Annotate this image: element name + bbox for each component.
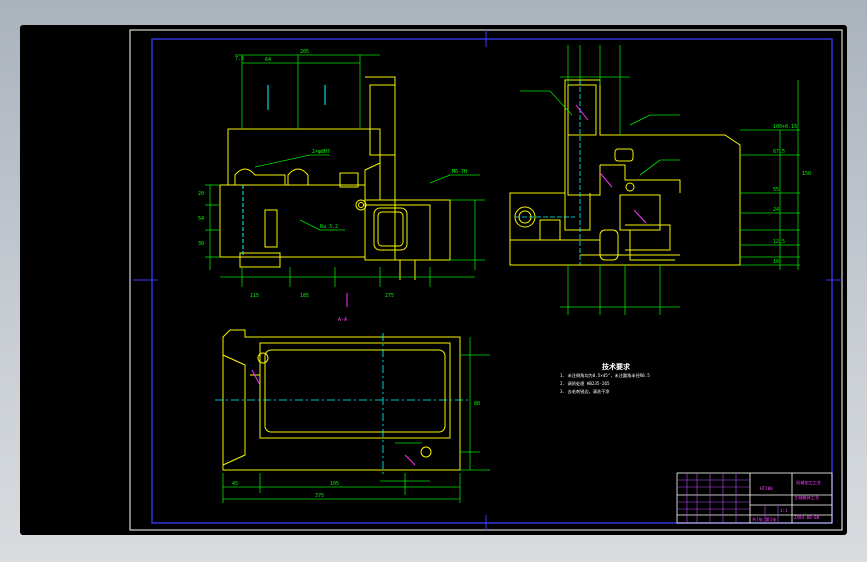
dim-plan-w3: 45 <box>232 481 238 487</box>
title-sheet: 共1张 第1张 <box>752 516 777 523</box>
dim-left-3: 30 <box>198 241 204 247</box>
title-block <box>676 472 833 524</box>
plan-view <box>215 329 490 503</box>
dim-right-3: 67.5 <box>773 149 785 155</box>
section-label: A-A <box>338 317 347 323</box>
tech-line-2: 2. 调质处理 HB235-265 <box>560 380 610 387</box>
sheet-center-marks <box>133 30 842 530</box>
dim-right-5: 24 <box>773 207 779 213</box>
cad-viewport[interactable]: 205 64 7.5 20 54 30 115 185 275 2×φ8H7 M… <box>20 25 847 535</box>
dim-top-a: 205 <box>300 49 309 55</box>
dim-bot-3: 275 <box>385 293 394 299</box>
title-scale: 1:1 <box>780 508 788 513</box>
title-material: HT200 <box>760 486 773 491</box>
dim-right-1: 100+0.15 <box>773 124 797 130</box>
title-part-name: 主轴箱体工艺 <box>794 494 819 501</box>
dim-bot-1: 115 <box>250 293 259 299</box>
tech-title: 技术要求 <box>602 362 631 371</box>
cad-drawing: 205 64 7.5 20 54 30 115 185 275 2×φ8H7 M… <box>129 29 843 531</box>
title-company: 机械加工工艺 <box>796 479 821 486</box>
dim-right-6: 12.5 <box>773 239 785 245</box>
dim-right-2: 150 <box>802 171 811 177</box>
dim-top-b: 64 <box>265 57 271 63</box>
tech-line-3: 3. 去毛刺锐边，清洗干净 <box>560 388 609 395</box>
front-view <box>205 54 485 307</box>
tech-line-1: 1. 未注倒角均为0.5×45°，未注圆角半径R0.5 <box>560 372 650 379</box>
note-thread: M6-7H <box>452 169 467 175</box>
note-hole: 2×φ8H7 <box>312 149 330 155</box>
technical-requirements: 技术要求 1. 未注倒角均为0.5×45°，未注圆角半径R0.5 2. 调质处理… <box>560 362 650 395</box>
note-rough: Ra 3.2 <box>320 224 338 230</box>
side-view <box>509 45 800 315</box>
dim-bot-2: 185 <box>300 293 309 299</box>
dim-right-7: 10 <box>773 259 779 265</box>
sheet-inner-frame <box>151 38 833 524</box>
dim-left-1: 20 <box>198 191 204 197</box>
title-drawing-no: ZX04-00-00 <box>794 515 820 520</box>
dim-right-4: 55 <box>773 187 779 193</box>
dim-left-2: 54 <box>198 216 204 222</box>
dim-top-c: 7.5 <box>235 56 244 62</box>
dim-plan-w2: 105 <box>330 481 339 487</box>
dim-plan-h: 80 <box>474 401 480 407</box>
sheet-outer-frame <box>129 29 843 531</box>
dim-plan-w1: 375 <box>315 493 324 499</box>
